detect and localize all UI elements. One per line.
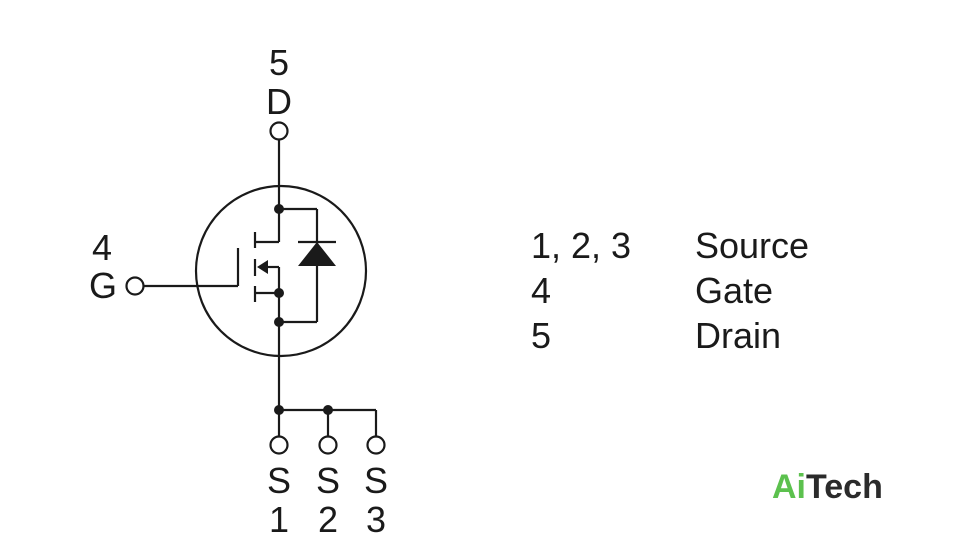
drain-terminal <box>269 121 289 141</box>
schematic-wires <box>125 121 386 455</box>
schematic-fills <box>257 204 336 415</box>
legend-name: Drain <box>695 315 782 356</box>
gate-pin-number: 4 <box>92 227 112 268</box>
source-pin-number-1: 1 <box>269 499 289 540</box>
aitech-logo: AiTech <box>772 468 883 507</box>
source-terminal-2 <box>318 435 338 455</box>
legend-row-drain: 5 Drain <box>531 313 809 358</box>
junction-dot-diode <box>274 317 284 327</box>
junction-dot-bus-1 <box>274 405 284 415</box>
package-outline <box>194 184 368 358</box>
legend-row-gate: 4 Gate <box>531 268 809 313</box>
source-pin-letter-2: S <box>316 460 340 501</box>
logo-part-tech: Tech <box>806 468 883 506</box>
drain-pin-number: 5 <box>269 42 289 83</box>
legend-pins: 1, 2, 3 <box>531 225 632 266</box>
diode-triangle <box>298 242 336 266</box>
gate-pin-letter: G <box>89 265 117 306</box>
source-terminal-1 <box>269 435 289 455</box>
source-pin-letter-1: S <box>267 460 291 501</box>
source-terminal-3 <box>366 435 386 455</box>
gate-terminal <box>125 276 145 296</box>
legend-name: Source <box>695 225 810 266</box>
junction-dot-source <box>274 288 284 298</box>
legend-pins: 4 <box>531 270 552 311</box>
legend-pins: 5 <box>531 315 552 356</box>
legend-row-source: 1, 2, 3 Source <box>531 223 809 268</box>
channel-arrow <box>257 260 268 274</box>
source-pin-letter-3: S <box>364 460 388 501</box>
junction-dot-drain <box>274 204 284 214</box>
source-pin-number-3: 3 <box>366 499 386 540</box>
logo-part-ai: Ai <box>772 468 806 506</box>
pin-legend: 1, 2, 3 Source 4 Gate 5 Drain <box>531 223 809 358</box>
junction-dot-bus-2 <box>323 405 333 415</box>
drain-pin-letter: D <box>266 81 292 122</box>
source-pin-number-2: 2 <box>318 499 338 540</box>
legend-name: Gate <box>695 270 774 311</box>
